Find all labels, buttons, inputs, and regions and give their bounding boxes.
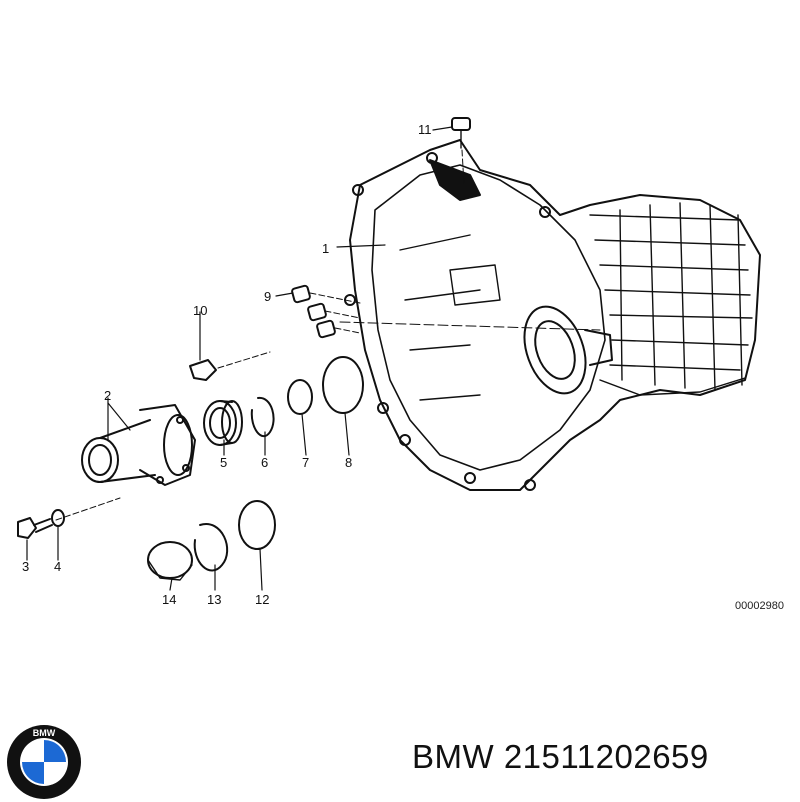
callout-12: 12 xyxy=(255,592,269,607)
gasket-ring-8 xyxy=(322,356,364,414)
callout-6: 6 xyxy=(261,455,268,470)
callout-2: 2 xyxy=(104,388,111,403)
bmw-logo: BMW xyxy=(7,725,81,799)
callout-5: 5 xyxy=(220,455,227,470)
bushings-9 xyxy=(291,284,361,339)
svg-text:BMW: BMW xyxy=(33,728,56,738)
part-number-title: BMW 21511202659 xyxy=(412,738,709,775)
callout-3: 3 xyxy=(22,559,29,574)
circlip-6 xyxy=(250,396,275,438)
callout-8: 8 xyxy=(345,455,352,470)
circlip-13 xyxy=(193,523,229,572)
sensor-10 xyxy=(189,311,271,381)
callout-13: 13 xyxy=(207,592,221,607)
callout-11: 11 xyxy=(418,122,432,137)
ring-7 xyxy=(287,379,313,415)
diagram-reference-code: 00002980 xyxy=(735,600,784,612)
bolt-3 xyxy=(17,497,121,539)
shaft-seal-5 xyxy=(203,400,243,446)
breather-cap-11 xyxy=(451,117,471,186)
guide-sleeve-2 xyxy=(81,402,196,486)
callout-10: 10 xyxy=(193,303,207,318)
ring-12 xyxy=(238,500,276,550)
transmission-housing xyxy=(339,139,761,491)
callout-4: 4 xyxy=(54,559,61,574)
callout-7: 7 xyxy=(302,455,309,470)
washer-4 xyxy=(51,509,65,527)
callout-9: 9 xyxy=(264,289,271,304)
callout-1: 1 xyxy=(322,241,329,256)
callout-14: 14 xyxy=(162,592,176,607)
leader-lines xyxy=(26,126,453,591)
cap-14 xyxy=(147,541,193,581)
